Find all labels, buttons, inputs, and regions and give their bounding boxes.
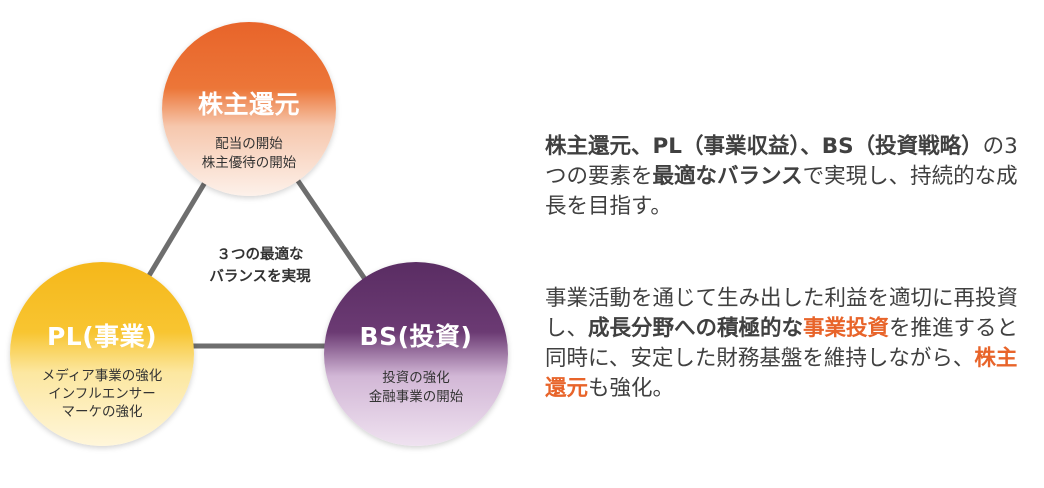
strategy-text-part: を推進すると同時に、安定した財務基盤を維持しながら、 bbox=[545, 316, 1019, 371]
detail-line: インフルエンサー bbox=[48, 386, 156, 402]
pl-business-details: メディア事業の強化 インフルエンサー マーケの強化 bbox=[42, 367, 163, 421]
detail-line: メディア事業の強化 bbox=[41, 368, 163, 384]
summary-paragraph: 株主還元、PL（事業収益）、BS（投資戦略）の3つの要素を最適なバランスで実現し… bbox=[545, 132, 1035, 222]
detail-line: 株主優待の開始 bbox=[201, 155, 297, 171]
center-balance-label: ３つの最適な バランスを実現 bbox=[195, 244, 325, 288]
shareholder-return-highlight: 株主還元 bbox=[545, 346, 1018, 401]
summary-text-part: で実現し、持続的な成長を目指す。 bbox=[545, 164, 1018, 219]
detail-line: 金融事業の開始 bbox=[368, 389, 464, 405]
optimal-balance-text: 最適なバランス bbox=[652, 164, 803, 189]
center-line: バランスを実現 bbox=[209, 269, 311, 285]
strategy-text-part: も強化。 bbox=[588, 376, 675, 401]
pl-business-title: PL(事業) bbox=[46, 322, 158, 351]
center-line: ３つの最適な bbox=[216, 247, 304, 263]
shareholder-return-title: 株主還元 bbox=[197, 90, 300, 119]
pl-business-circle: PL(事業) メディア事業の強化 インフルエンサー マーケの強化 bbox=[10, 262, 194, 446]
three-elements-text: 株主還元、PL（事業収益）、BS（投資戦略） bbox=[545, 134, 983, 159]
bs-investment-details: 投資の強化 金融事業の開始 bbox=[369, 369, 464, 407]
strategy-text-part: 事業活動を通じて生み出した利益を適切に再投資し、 bbox=[545, 286, 1019, 341]
shareholder-return-details: 配当の開始 株主優待の開始 bbox=[202, 135, 297, 173]
growth-field-text: 成長分野への積極的な bbox=[588, 316, 804, 341]
strategy-paragraph: 事業活動を通じて生み出した利益を適切に再投資し、成長分野への積極的な事業投資を推… bbox=[545, 284, 1035, 404]
summary-text-part: の3つの要素を bbox=[545, 134, 1018, 189]
detail-line: 配当の開始 bbox=[215, 136, 283, 152]
shareholder-return-circle: 株主還元 配当の開始 株主優待の開始 bbox=[162, 22, 336, 196]
detail-line: マーケの強化 bbox=[61, 404, 143, 420]
balance-diagram: 株主還元 配当の開始 株主優待の開始 PL(事業) メディア事業の強化 インフル… bbox=[10, 22, 508, 446]
bs-investment-circle: BS(投資) 投資の強化 金融事業の開始 bbox=[324, 262, 508, 446]
business-investment-highlight: 事業投資 bbox=[803, 316, 890, 341]
detail-line: 投資の強化 bbox=[382, 370, 450, 386]
bs-investment-title: BS(投資) bbox=[359, 322, 473, 351]
